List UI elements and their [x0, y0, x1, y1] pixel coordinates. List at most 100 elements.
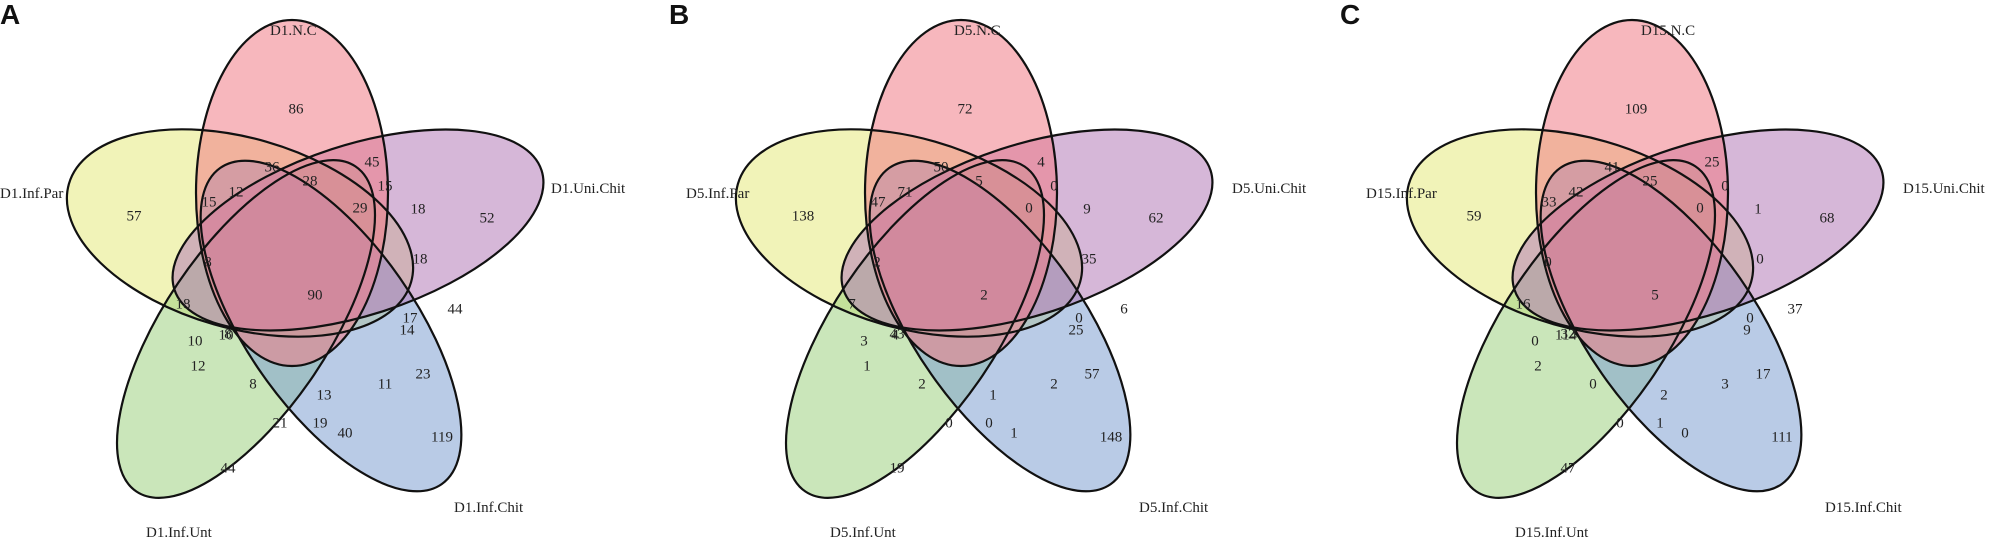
region-count: 0	[1696, 200, 1704, 216]
region-count: 43	[890, 326, 905, 342]
region-count: 148	[1100, 429, 1123, 445]
set-ellipse-n-c	[865, 20, 1057, 366]
region-count: 0	[1075, 310, 1083, 326]
region-count: 90	[308, 287, 323, 303]
panel-letter: C	[1340, 0, 1360, 30]
region-count: 19	[313, 415, 328, 431]
region-count: 3	[1721, 376, 1729, 392]
region-count: 0	[1531, 333, 1539, 349]
region-count: 47	[1561, 460, 1577, 476]
region-count: 62	[1149, 210, 1164, 226]
set-outline-inf-par	[65, 128, 415, 338]
venn-panel-a: AD1.N.CD1.Uni.ChitD1.Inf.ChitD1.Inf.UntD…	[0, 0, 626, 539]
venn-panel-c: CD15.N.CD15.Uni.ChitD15.Inf.ChitD15.Inf.…	[1340, 0, 1986, 539]
region-count: 5	[975, 173, 983, 189]
region-count: 1	[1754, 201, 1762, 217]
region-count: 37	[1788, 301, 1804, 317]
region-count: 4	[891, 327, 899, 343]
region-count: 1	[863, 358, 871, 374]
set-label-lower-right: D1.Inf.Chit	[454, 500, 524, 516]
set-label-top: D15.N.C	[1641, 23, 1695, 39]
region-count: 25	[1643, 173, 1658, 189]
region-count: 40	[338, 425, 353, 441]
region-count: 6	[1120, 301, 1128, 317]
region-count: 8	[204, 254, 212, 270]
region-count: 16	[1516, 296, 1532, 312]
region-count: 41	[1605, 159, 1620, 175]
region-count: 8	[224, 326, 232, 342]
region-count: 25	[1069, 322, 1084, 338]
region-count: 44	[448, 301, 464, 317]
region-count: 4	[1037, 154, 1045, 170]
region-count: 23	[416, 366, 431, 382]
region-count: 2	[873, 254, 881, 270]
region-count: 1	[1010, 425, 1018, 441]
region-count: 50	[934, 159, 949, 175]
venn-panel-b: BD5.N.CD5.Uni.ChitD5.Inf.ChitD5.Inf.UntD…	[669, 0, 1307, 539]
set-label-lower-left: D5.Inf.Unt	[830, 525, 897, 539]
region-count: 0	[1589, 376, 1597, 392]
region-count: 59	[1467, 208, 1482, 224]
set-ellipse-n-c	[196, 20, 388, 366]
region-count: 29	[353, 200, 368, 216]
region-count: 25	[1705, 154, 1720, 170]
region-count: 21	[273, 415, 288, 431]
region-count: 2	[918, 376, 926, 392]
set-outline-inf-par	[734, 128, 1084, 338]
region-count: 0	[1756, 251, 1764, 267]
region-count: 7	[848, 296, 856, 312]
region-count: 57	[127, 208, 143, 224]
region-count: 13	[317, 387, 332, 403]
region-count: 18	[411, 201, 426, 217]
set-label-lower-right: D5.Inf.Chit	[1139, 500, 1209, 516]
set-label-right: D5.Uni.Chit	[1232, 181, 1307, 197]
region-count: 86	[289, 101, 305, 117]
set-outline-inf-chit	[868, 159, 1132, 493]
region-count: 14	[400, 322, 416, 338]
region-count: 47	[871, 194, 887, 210]
set-outline-uni-chit	[171, 128, 545, 332]
region-count: 0	[1746, 310, 1754, 326]
set-label-lower-right: D15.Inf.Chit	[1825, 500, 1902, 516]
region-count: 18	[413, 251, 428, 267]
region-count: 12	[191, 358, 206, 374]
region-count: 9	[1083, 201, 1091, 217]
set-label-lower-left: D15.Inf.Unt	[1515, 525, 1589, 539]
panel-letter: B	[669, 0, 689, 30]
set-label-right: D1.Uni.Chit	[551, 181, 626, 197]
set-outline-inf-unt	[1455, 159, 1717, 499]
set-outline-inf-par	[1405, 128, 1755, 338]
region-count: 68	[1820, 210, 1835, 226]
region-count: 1	[989, 387, 997, 403]
set-ellipse-n-c	[1536, 20, 1728, 366]
region-count: 1	[1656, 415, 1664, 431]
set-outline-n-c	[1534, 18, 1730, 368]
region-count: 138	[792, 208, 815, 224]
region-count: 18	[176, 296, 191, 312]
set-outline-inf-unt	[784, 159, 1046, 499]
region-count: 0	[1721, 178, 1729, 194]
region-count: 0	[1616, 415, 1624, 431]
region-count: 2	[980, 287, 988, 303]
set-outline-inf-unt	[115, 159, 377, 499]
set-outline-uni-chit	[840, 128, 1214, 332]
region-count: 114	[1555, 327, 1577, 343]
region-count: 45	[365, 154, 380, 170]
region-count: 35	[1082, 251, 1097, 267]
region-count: 3	[860, 333, 868, 349]
region-count: 109	[1625, 101, 1648, 117]
region-count: 32	[1561, 326, 1576, 342]
region-count: 42	[1569, 184, 1584, 200]
region-count: 72	[958, 101, 973, 117]
region-count: 9	[1743, 322, 1751, 338]
region-count: 119	[431, 429, 453, 445]
region-count: 111	[1771, 429, 1792, 445]
region-count: 0	[1681, 425, 1689, 441]
set-outline-inf-chit	[1539, 159, 1803, 493]
set-label-left: D1.Inf.Par	[0, 186, 63, 202]
region-count: 52	[480, 210, 495, 226]
set-label-left: D15.Inf.Par	[1366, 186, 1437, 202]
set-label-left: D5.Inf.Par	[686, 186, 749, 202]
region-count: 71	[898, 184, 913, 200]
